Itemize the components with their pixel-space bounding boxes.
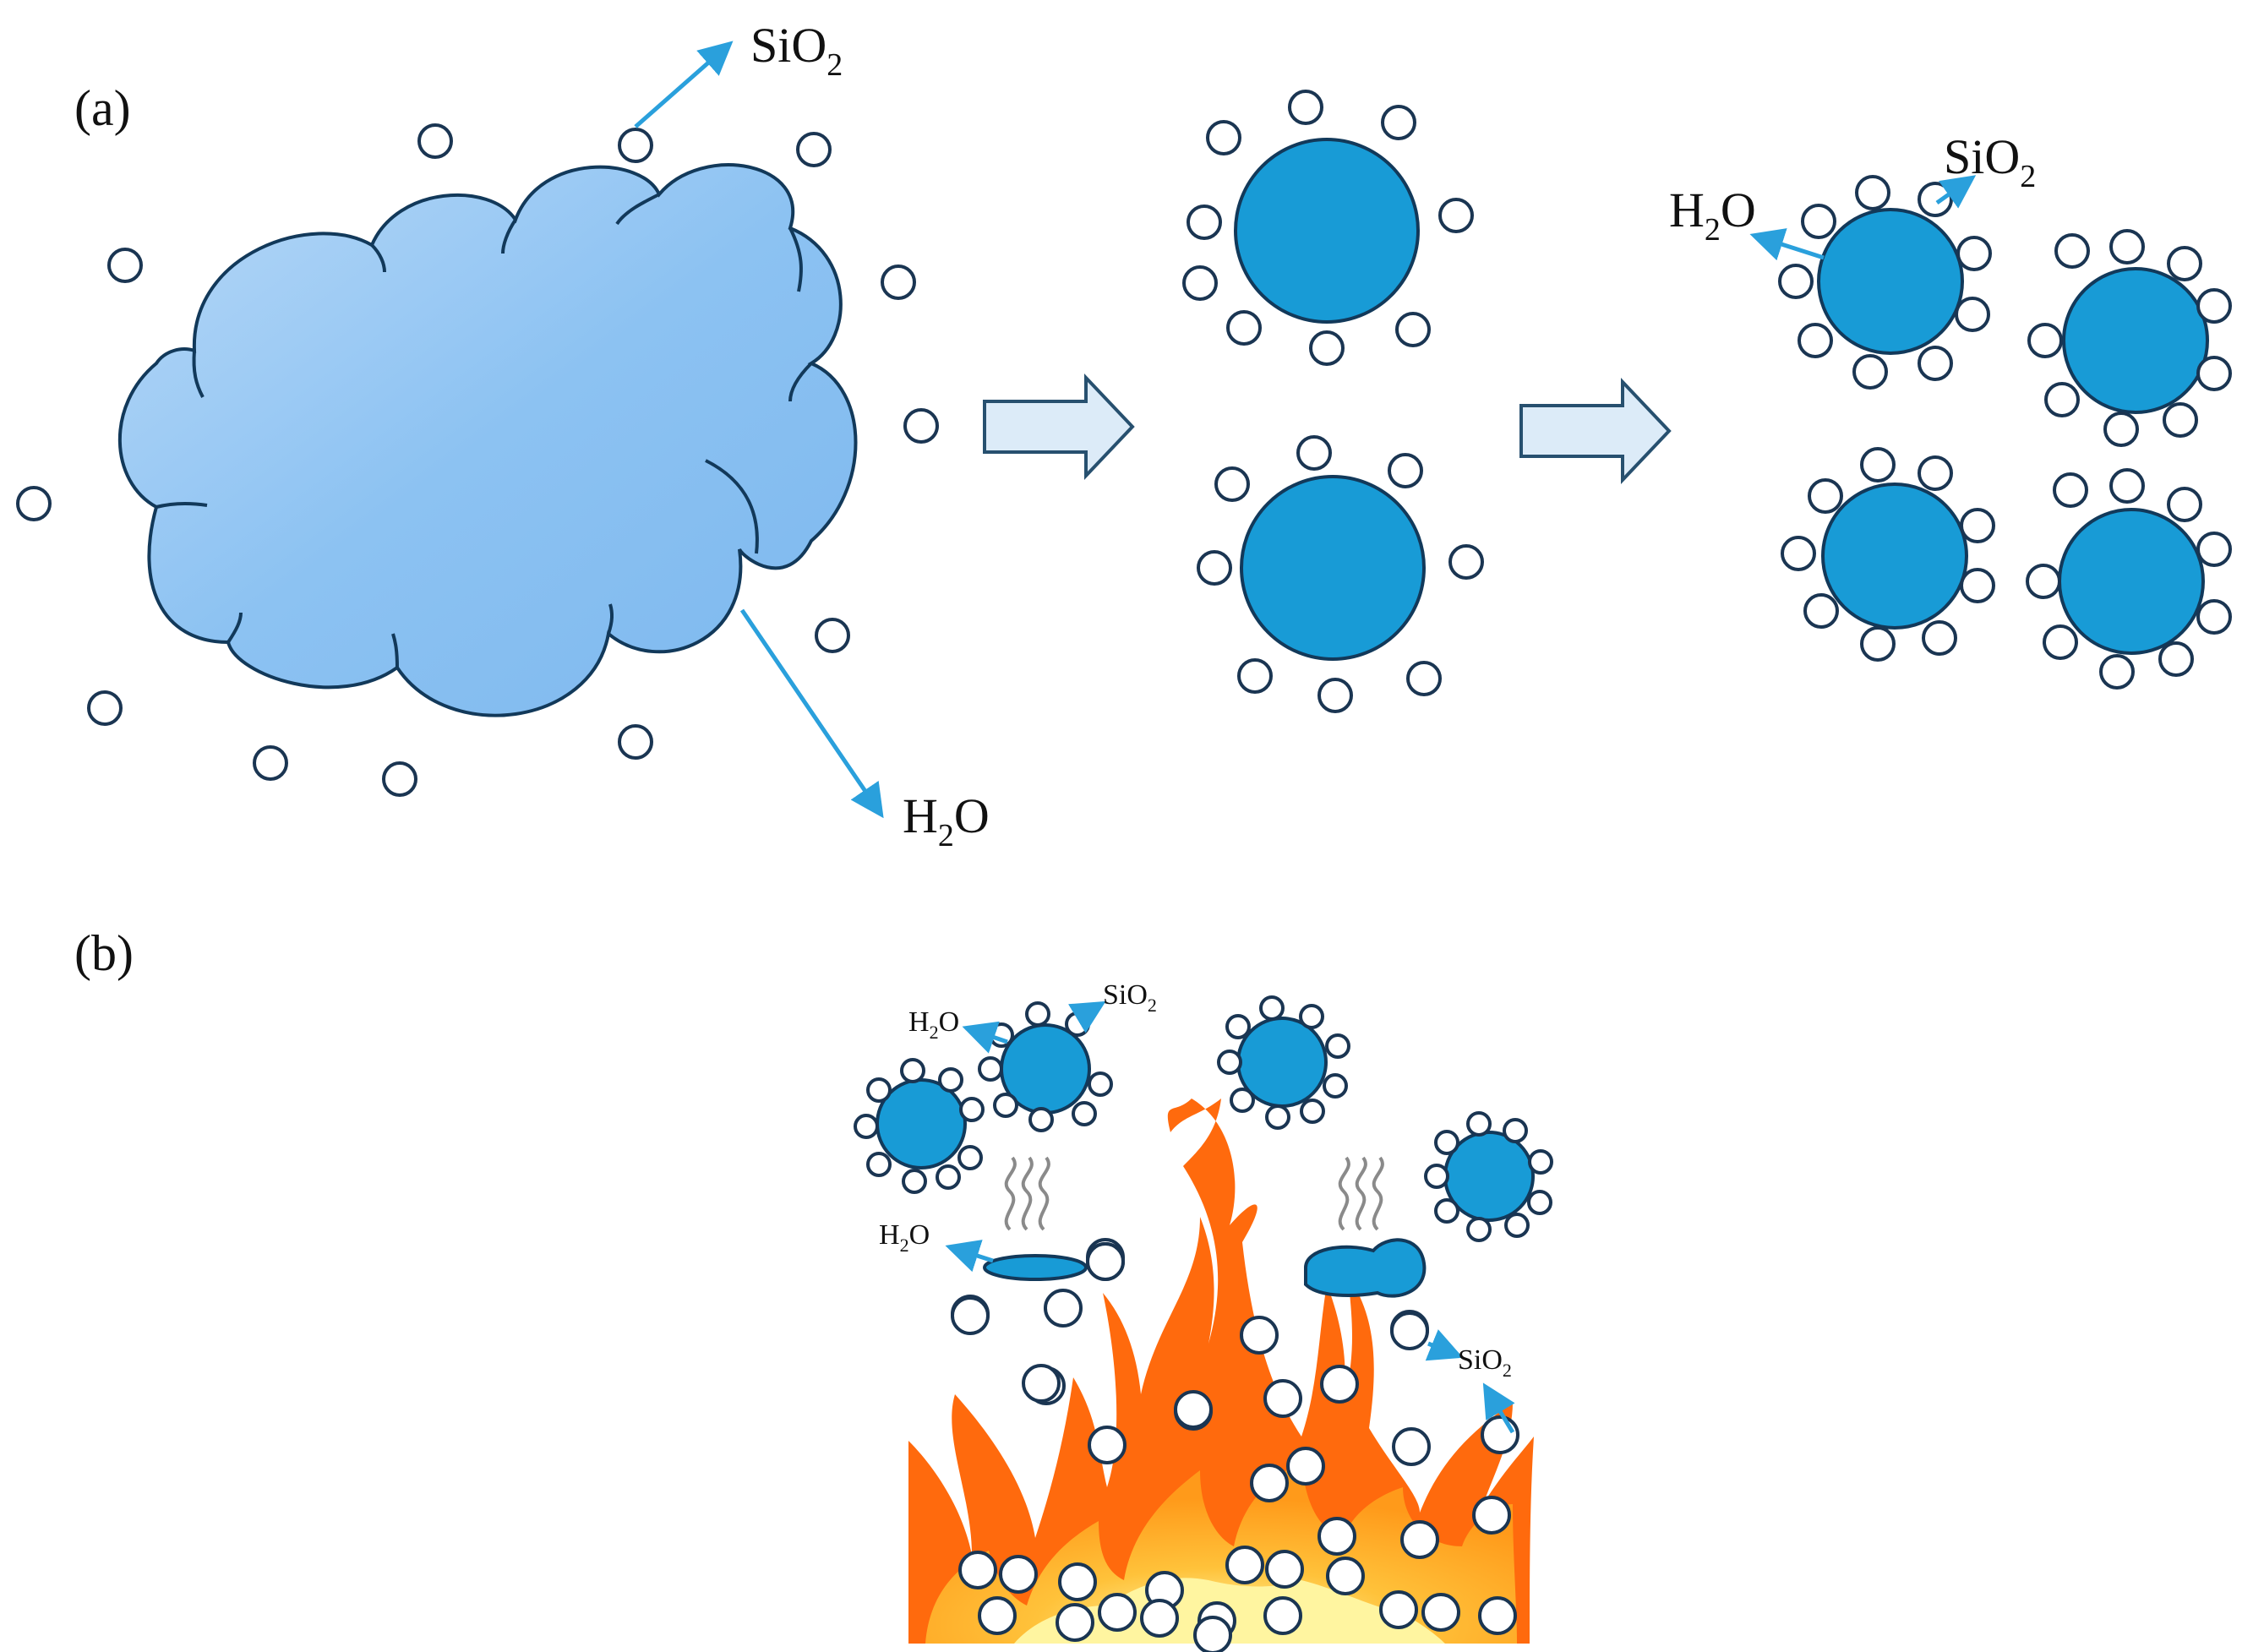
coated-droplet-mid-top — [1182, 90, 1474, 366]
sio2-particle-near-left-droplet — [1086, 1242, 1125, 1281]
h2o-label-right: H2O — [1669, 183, 1756, 248]
h2o-label-a: H2O — [903, 788, 990, 853]
coated-droplet-right-2 — [2027, 229, 2232, 447]
sio2-release-arrow-right — [1935, 175, 1977, 209]
process-arrow-2 — [1519, 377, 1672, 485]
h2o-release-arrow-b1 — [962, 1021, 1008, 1054]
sio2-particle-near-right-droplet — [1390, 1311, 1429, 1350]
sio2-release-arrow-b1 — [1067, 1000, 1106, 1033]
free-sio2-particles-a — [16, 123, 939, 797]
sio2-label-b1: SiO2 — [1103, 979, 1157, 1016]
sio2-release-arrow-b3 — [1482, 1382, 1515, 1434]
coated-droplet-b-3 — [1217, 995, 1350, 1130]
coated-droplet-b-4 — [1424, 1111, 1553, 1242]
deformed-droplet-right — [1304, 1238, 1427, 1298]
panel-label-b: (b) — [74, 925, 134, 981]
coated-droplet-mid-bottom — [1197, 435, 1484, 713]
coated-droplet-b-1 — [854, 1058, 985, 1194]
h2o-release-arrow-a — [739, 608, 884, 819]
coated-droplet-right-4 — [2026, 468, 2232, 690]
panel-label-a: (a) — [74, 80, 131, 136]
coated-droplet-right-1 — [1778, 175, 1992, 390]
coated-droplet-b-2 — [978, 1001, 1113, 1132]
sio2-label-right: SiO2 — [1944, 129, 2036, 194]
steam-icon-left — [1004, 1156, 1050, 1231]
h2o-release-arrow-b2 — [945, 1240, 994, 1273]
sio2-label-a: SiO2 — [750, 18, 843, 83]
cloud-shape — [117, 163, 858, 717]
steam-icon-right — [1338, 1156, 1384, 1231]
coated-droplet-right-3 — [1781, 447, 1995, 662]
h2o-release-arrow-right — [1749, 228, 1825, 261]
sio2-release-arrow-b2 — [1425, 1329, 1464, 1361]
flattened-droplet-left — [983, 1254, 1088, 1281]
process-arrow-1 — [983, 373, 1135, 481]
sio2-label-b2: SiO2 — [1458, 1344, 1512, 1381]
sio2-release-arrow-a — [634, 41, 734, 128]
h2o-label-b1: H2O — [908, 1006, 959, 1043]
h2o-label-b2: H2O — [879, 1219, 930, 1256]
